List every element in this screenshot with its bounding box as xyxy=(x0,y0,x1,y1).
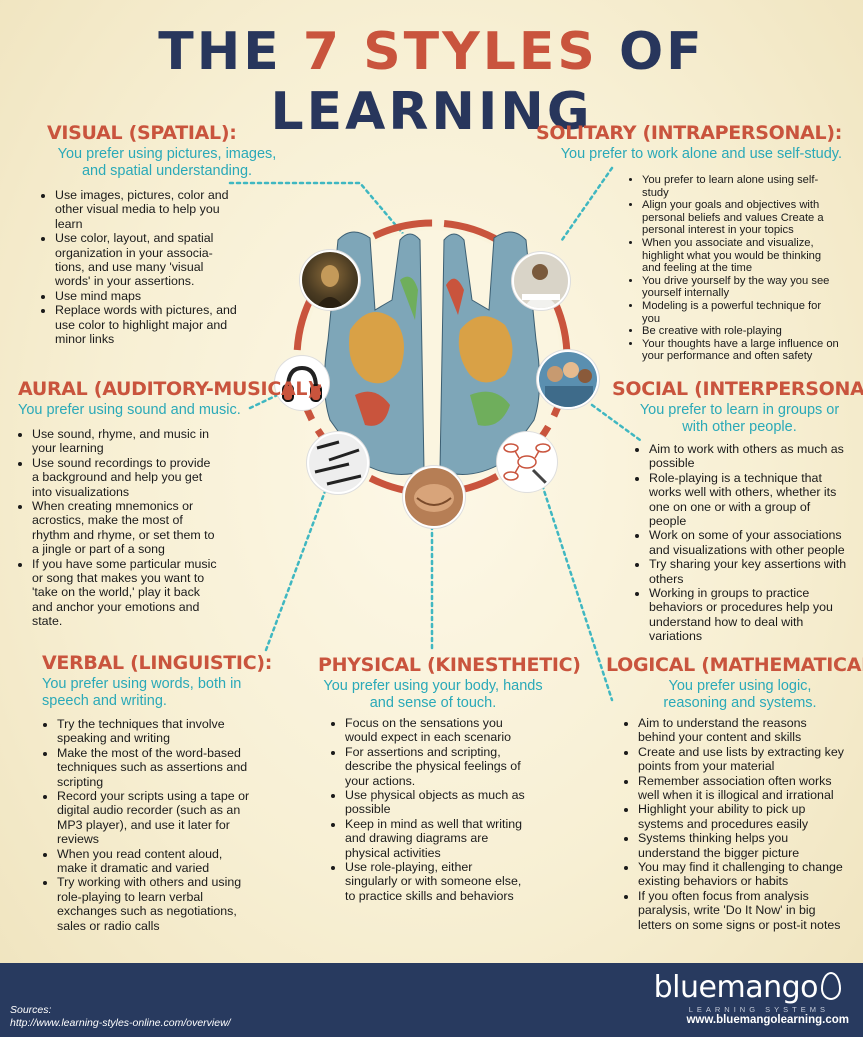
logical-item: If you often focus from analysis paralys… xyxy=(638,889,846,932)
sources: Sources: http://www.learning-styles-onli… xyxy=(10,1004,231,1030)
solitary-section: SOLITARY (INTRAPERSONAL): You prefer to … xyxy=(512,121,842,163)
mango-icon xyxy=(821,972,841,1000)
social-subtitle: You prefer to learn in groups or with ot… xyxy=(639,402,840,435)
visual-subtitle: You prefer using pictures, images, and s… xyxy=(57,146,277,179)
solitary-heading: SOLITARY (INTRAPERSONAL): xyxy=(536,122,842,144)
aural-section: AURAL (AUDITORY-MUSICAL): You prefer usi… xyxy=(18,377,323,419)
verbal-item: Record your scripts using a tape or digi… xyxy=(57,789,250,847)
logical-item: Aim to understand the reasons behind you… xyxy=(638,716,846,745)
brand-tagline: LEARNING SYSTEMS xyxy=(688,1005,829,1014)
logical-heading: LOGICAL (MATHEMATICAL) xyxy=(606,654,863,676)
logical-item: Highlight your ability to pick up system… xyxy=(638,802,846,831)
verbal-subtitle: You prefer using words, both in speech a… xyxy=(42,676,242,709)
verbal-item: Try working with others and using role-p… xyxy=(57,875,250,933)
logical-subtitle: You prefer using logic, reasoning and sy… xyxy=(663,678,817,711)
brand-logo: bluemango xyxy=(654,971,841,1005)
mindmap-image xyxy=(497,432,557,492)
aural-item: Use sound, rhyme, and music in your lear… xyxy=(32,427,220,456)
aural-subtitle: You prefer using sound and music. xyxy=(18,402,241,418)
solitary-item: You prefer to learn alone using self-stu… xyxy=(642,174,840,199)
logical-connector xyxy=(536,470,614,702)
page-title: THE 7 STYLES OF LEARNING xyxy=(0,22,863,142)
mona-lisa-image xyxy=(300,250,360,310)
solitary-item: You drive yourself by the way you see yo… xyxy=(642,275,840,300)
brand-name: bluemango xyxy=(653,970,819,1005)
brand-url[interactable]: www.bluemangolearning.com xyxy=(686,1014,849,1026)
footer-bar: Sources: http://www.learning-styles-onli… xyxy=(0,963,863,1037)
logical-section: LOGICAL (MATHEMATICAL) You prefer using … xyxy=(606,653,863,712)
solitary-item: Be creative with role-playing xyxy=(642,325,840,338)
visual-item: Use images, pictures, color and other vi… xyxy=(55,188,238,231)
social-connector xyxy=(590,403,642,442)
social-item: Work on some of your associations and vi… xyxy=(649,528,847,557)
visual-connector xyxy=(228,181,417,250)
solitary-image xyxy=(512,252,570,310)
logical-item: Remember association often works well wh… xyxy=(638,774,846,803)
logical-list: Aim to understand the reasons behind you… xyxy=(621,716,846,932)
visual-section: VISUAL (SPATIAL): You prefer using pictu… xyxy=(47,121,287,180)
visual-list: Use images, pictures, color and other vi… xyxy=(38,188,238,346)
verbal-heading: VERBAL (LINGUISTIC): xyxy=(42,652,273,674)
social-section: SOCIAL (INTERPERSONAL): You prefer to le… xyxy=(612,377,863,436)
visual-item: Use mind maps xyxy=(55,289,238,303)
solitary-connector xyxy=(560,166,614,242)
solitary-item: When you associate and visualize, highli… xyxy=(642,237,840,275)
social-item: Try sharing your key assertions with oth… xyxy=(649,557,847,586)
social-item: Working in groups to practice behaviors … xyxy=(649,586,847,644)
physical-list: Focus on the sensations you would expect… xyxy=(328,716,528,903)
physical-item: For assertions and scripting, describe t… xyxy=(345,745,528,788)
visual-item: Replace words with pictures, and use col… xyxy=(55,303,238,346)
solitary-list: You prefer to learn alone using self-stu… xyxy=(625,174,840,363)
verbal-item: When you read content aloud, make it dra… xyxy=(57,847,250,876)
verbal-item: Make the most of the word-based techniqu… xyxy=(57,746,250,789)
social-list: Aim to work with others as much as possi… xyxy=(632,442,847,644)
solitary-item: Your thoughts have a large influence on … xyxy=(642,338,840,363)
solitary-subtitle: You prefer to work alone and use self-st… xyxy=(560,146,842,162)
physical-section: PHYSICAL (KINESTHETIC) You prefer using … xyxy=(318,653,581,712)
physical-item: Focus on the sensations you would expect… xyxy=(345,716,528,745)
aural-heading: AURAL (AUDITORY-MUSICAL): xyxy=(18,378,323,400)
physical-item: Keep in mind as well that writing and dr… xyxy=(345,817,528,860)
physical-item: Use role-playing, either singularly or w… xyxy=(345,860,528,903)
verbal-list: Try the techniques that involve speaking… xyxy=(40,717,250,933)
verbal-connector xyxy=(264,476,332,652)
aural-item: Use sound recordings to provide a backgr… xyxy=(32,456,220,499)
social-heading: SOCIAL (INTERPERSONAL): xyxy=(612,378,863,400)
verbal-item: Try the techniques that involve speaking… xyxy=(57,717,250,746)
logical-item: Systems thinking helps you understand th… xyxy=(638,831,846,860)
logical-item: Create and use lists by extracting key p… xyxy=(638,745,846,774)
aural-item: When creating mnemonics or acrostics, ma… xyxy=(32,499,220,557)
logical-item: You may find it challenging to change ex… xyxy=(638,860,846,889)
aural-item: If you have some particular music or son… xyxy=(32,557,220,629)
verbal-section: VERBAL (LINGUISTIC): You prefer using wo… xyxy=(42,651,273,710)
hands-touch-image xyxy=(403,466,465,528)
solitary-item: Align your goals and objectives with per… xyxy=(642,199,840,237)
sources-label: Sources: xyxy=(10,1004,52,1016)
title-part1: THE xyxy=(158,22,303,82)
solitary-item: Modeling is a powerful technique for you xyxy=(642,300,840,325)
physical-heading: PHYSICAL (KINESTHETIC) xyxy=(318,654,581,676)
headphones-image xyxy=(275,356,329,410)
visual-heading: VISUAL (SPATIAL): xyxy=(47,122,237,144)
verbal-words-image xyxy=(307,432,369,494)
social-item: Aim to work with others as much as possi… xyxy=(649,442,847,471)
aural-list: Use sound, rhyme, and music in your lear… xyxy=(15,427,220,629)
title-part2: OF LEARNING xyxy=(270,22,705,142)
physical-item: Use physical objects as much as possible xyxy=(345,788,528,817)
sources-link[interactable]: http://www.learning-styles-online.com/ov… xyxy=(10,1017,231,1029)
physical-subtitle: You prefer using your body, hands and se… xyxy=(323,678,543,711)
title-accent: 7 STYLES xyxy=(302,22,598,82)
social-item: Role-playing is a technique that works w… xyxy=(649,471,847,529)
social-image xyxy=(537,350,599,409)
visual-item: Use color, layout, and spatial organizat… xyxy=(55,231,238,289)
